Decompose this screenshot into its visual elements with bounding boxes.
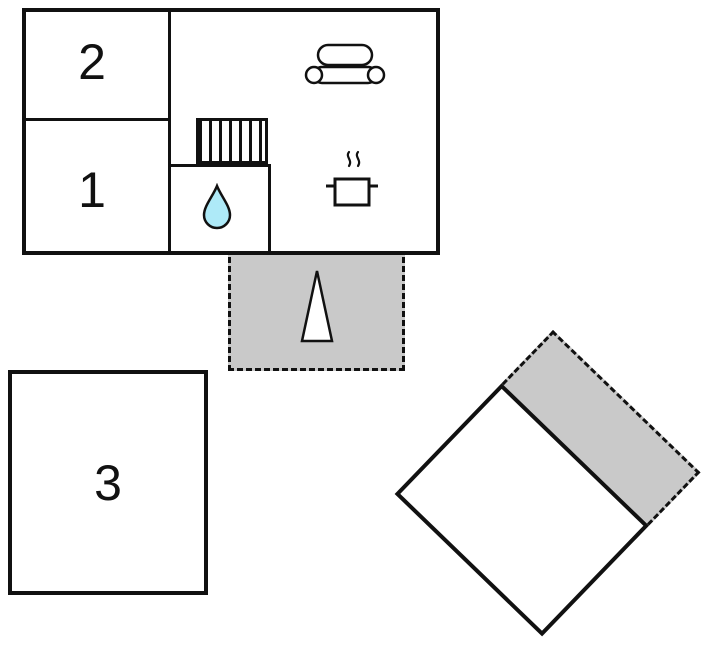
main-house: 2 1 <box>22 8 440 255</box>
water-drop-icon <box>202 183 232 230</box>
bathroom-wall-right <box>268 164 271 251</box>
sofa-icon <box>304 43 386 85</box>
cooking-pot-icon <box>326 150 378 207</box>
radiator-icon <box>196 118 268 164</box>
entrance-arrow-icon <box>299 270 334 343</box>
room-1-label: 1 <box>78 162 106 218</box>
interior-wall-rooms <box>26 118 171 121</box>
interior-wall-vertical <box>168 12 171 251</box>
room-3-label: 3 <box>94 454 122 511</box>
room-2-label: 2 <box>78 34 106 90</box>
bathroom-wall-top <box>168 164 271 167</box>
terrace <box>228 248 405 371</box>
annex <box>394 330 701 637</box>
room-3: 3 <box>8 370 208 595</box>
